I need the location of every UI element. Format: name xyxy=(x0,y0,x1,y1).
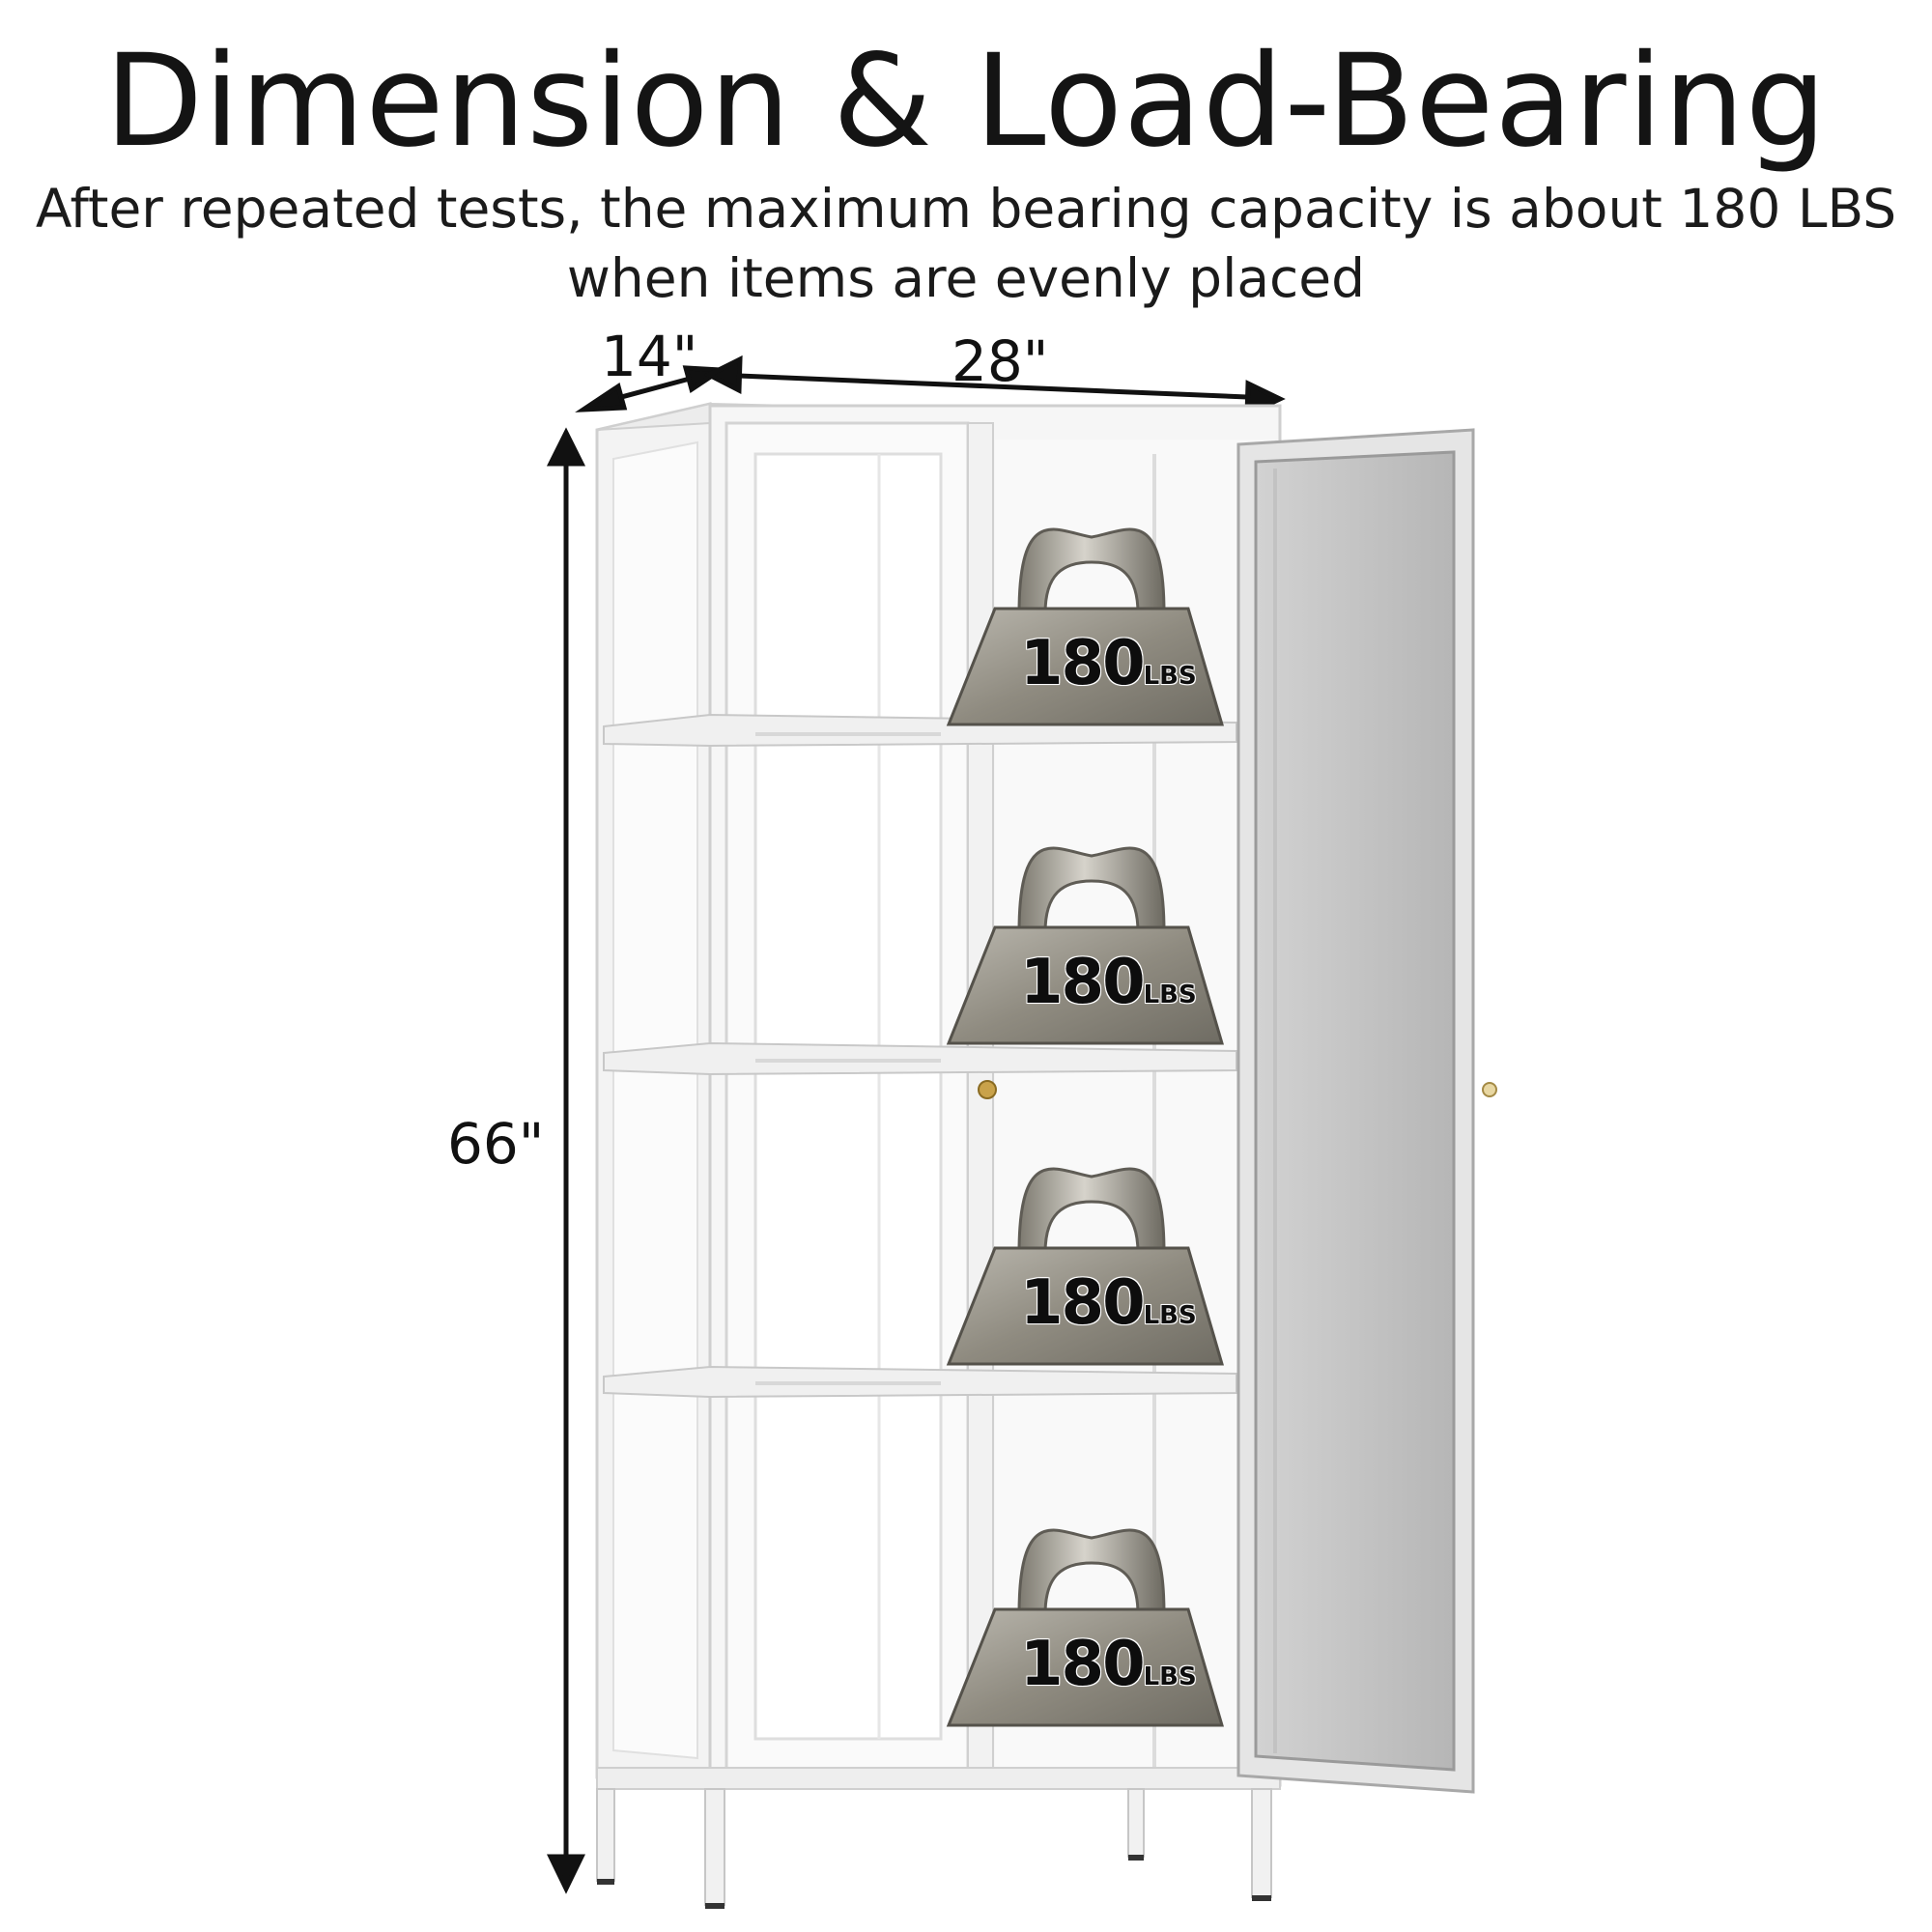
depth-label: 14" xyxy=(601,324,698,389)
subtitle-line-2: when items are evenly placed xyxy=(566,247,1366,309)
weight-unit: LBS xyxy=(1143,662,1197,691)
width-arrow-icon xyxy=(703,355,1286,418)
weight-icon xyxy=(946,1528,1224,1727)
weight-unit: LBS xyxy=(1143,1662,1197,1691)
height-arrow-icon xyxy=(546,427,586,1894)
weight-icon xyxy=(946,846,1224,1045)
weight-number: 180 xyxy=(1020,628,1146,699)
weight-unit: LBS xyxy=(1143,980,1197,1009)
subtitle-line-1: After repeated tests, the maximum bearin… xyxy=(35,178,1897,240)
door-knob-icon xyxy=(1482,1082,1497,1097)
weight-icon xyxy=(946,1167,1224,1366)
weight-number: 180 xyxy=(1020,1629,1146,1700)
weight-unit: LBS xyxy=(1143,1301,1197,1330)
weight-label: 180LBS xyxy=(1020,1267,1197,1339)
weight-number: 180 xyxy=(1020,1267,1146,1339)
weight-icon xyxy=(946,527,1224,726)
weight-label: 180LBS xyxy=(1020,947,1197,1018)
open-right-door xyxy=(1236,428,1497,1794)
weight-label: 180LBS xyxy=(1020,1629,1197,1700)
weight-number: 180 xyxy=(1020,947,1146,1018)
height-label: 66" xyxy=(447,1111,545,1177)
page-title: Dimension & Load-Bearing xyxy=(104,27,1828,176)
weight-label: 180LBS xyxy=(1020,628,1197,699)
door-knob-icon xyxy=(978,1080,997,1099)
width-label: 28" xyxy=(952,328,1049,394)
